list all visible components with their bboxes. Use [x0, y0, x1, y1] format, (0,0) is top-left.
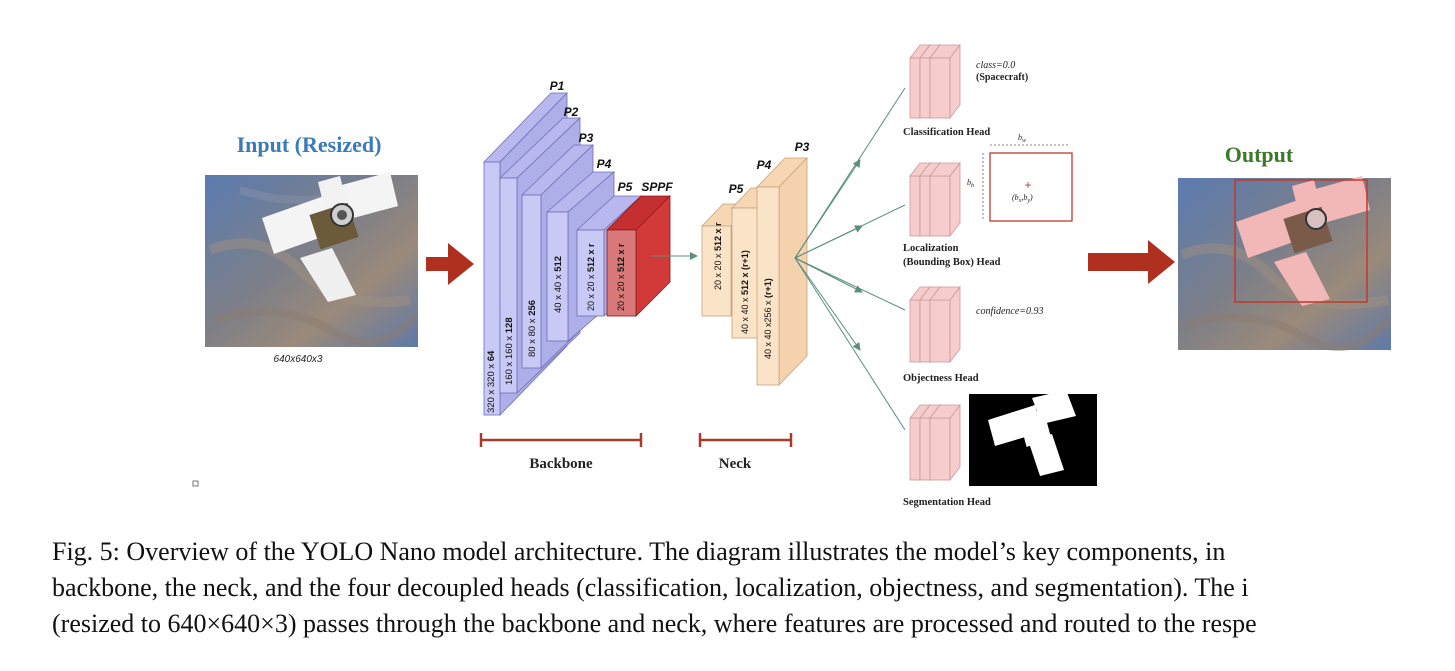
backbone-dims-sppf: 20 x 20 x 512 x r — [616, 243, 626, 311]
segmentation-mask — [969, 390, 1097, 486]
output-title: Output — [1225, 142, 1294, 167]
classification-head-label: Classification Head — [903, 127, 990, 138]
backbone-label: Backbone — [529, 456, 593, 472]
neck-dims-p3: 40 x 40 x256 x (r+1) — [763, 278, 773, 359]
caption-line-2: backbone, the neck, and the four decoupl… — [52, 573, 1249, 602]
backbone-dims-p3: 80 x 80 x 256 — [527, 300, 538, 357]
backbone-tag-p5: P5 — [618, 180, 633, 194]
architecture-diagram: Input (Resized) 640x640x3 — [192, 43, 1392, 508]
backbone-dims-p2: 160 x 160 x 128 — [504, 317, 515, 385]
neck-label: Neck — [719, 456, 752, 472]
input-image — [205, 172, 419, 347]
neck-tag-p5: P5 — [729, 182, 744, 196]
classification-head-block — [909, 43, 961, 120]
backbone-tag-sppf: SPPF — [641, 180, 673, 194]
bbox-height-label: bh — [967, 178, 974, 189]
bounding-box-illustration: + — [982, 144, 1073, 222]
backbone-dims-p5: 20 x 20 x 512 x r — [586, 243, 596, 311]
neck-block-p3 — [756, 157, 808, 386]
neck-bracket — [698, 433, 793, 447]
segmentation-head-block — [909, 403, 961, 482]
backbone-dims-p1: 320 x 320 x 64 — [486, 350, 497, 413]
objectness-head-block — [909, 285, 961, 364]
bbox-width-label: bw — [1018, 133, 1026, 144]
classification-class-name: (Spacecraft) — [976, 72, 1028, 83]
output-bounding-box — [1234, 179, 1368, 303]
input-size-label: 640x640x3 — [274, 354, 323, 365]
localization-head-block — [909, 161, 961, 238]
neck-dims-p4: 40 x 40 x 512 x (r+1) — [740, 250, 750, 334]
backbone-tag-p2: P2 — [564, 105, 579, 119]
input-arrow — [426, 243, 474, 285]
stray-marker — [192, 480, 199, 487]
svg-text:+: + — [1024, 178, 1031, 192]
output-image — [1178, 176, 1392, 351]
localization-head-label-line1: Localization — [903, 243, 959, 254]
bbox-center-label: (bx,by) — [1012, 193, 1033, 204]
spacecraft-graphic — [262, 172, 398, 302]
input-title: Input (Resized) — [237, 132, 382, 157]
backbone-tag-p1: P1 — [550, 79, 565, 93]
neck-dims-p5: 20 x 20 x 512 x r — [713, 222, 723, 290]
objectness-value: confidence=0.93 — [976, 306, 1044, 317]
objectness-head-label: Objectness Head — [903, 373, 979, 384]
segmentation-head-label: Segmentation Head — [903, 497, 991, 508]
backbone-dims-p4: 40 x 40 x 512 — [553, 256, 564, 313]
output-arrow — [1088, 240, 1175, 284]
classification-value: class=0.0 — [976, 60, 1015, 71]
caption-line-1: Fig. 5: Overview of the YOLO Nano model … — [52, 537, 1226, 566]
caption-line-3: (resized to 640×640×3) passes through th… — [52, 609, 1257, 638]
backbone-bracket — [479, 433, 643, 447]
neck-tag-p4: P4 — [757, 158, 772, 172]
localization-head-label-line2: (Bounding Box) Head — [903, 257, 1001, 268]
figure-caption: Fig. 5: Overview of the YOLO Nano model … — [52, 534, 1455, 642]
backbone-tag-p4: P4 — [597, 157, 612, 171]
neck-tag-p3: P3 — [795, 140, 810, 154]
backbone-tag-p3: P3 — [579, 131, 594, 145]
head-routing-arrows — [794, 87, 906, 431]
